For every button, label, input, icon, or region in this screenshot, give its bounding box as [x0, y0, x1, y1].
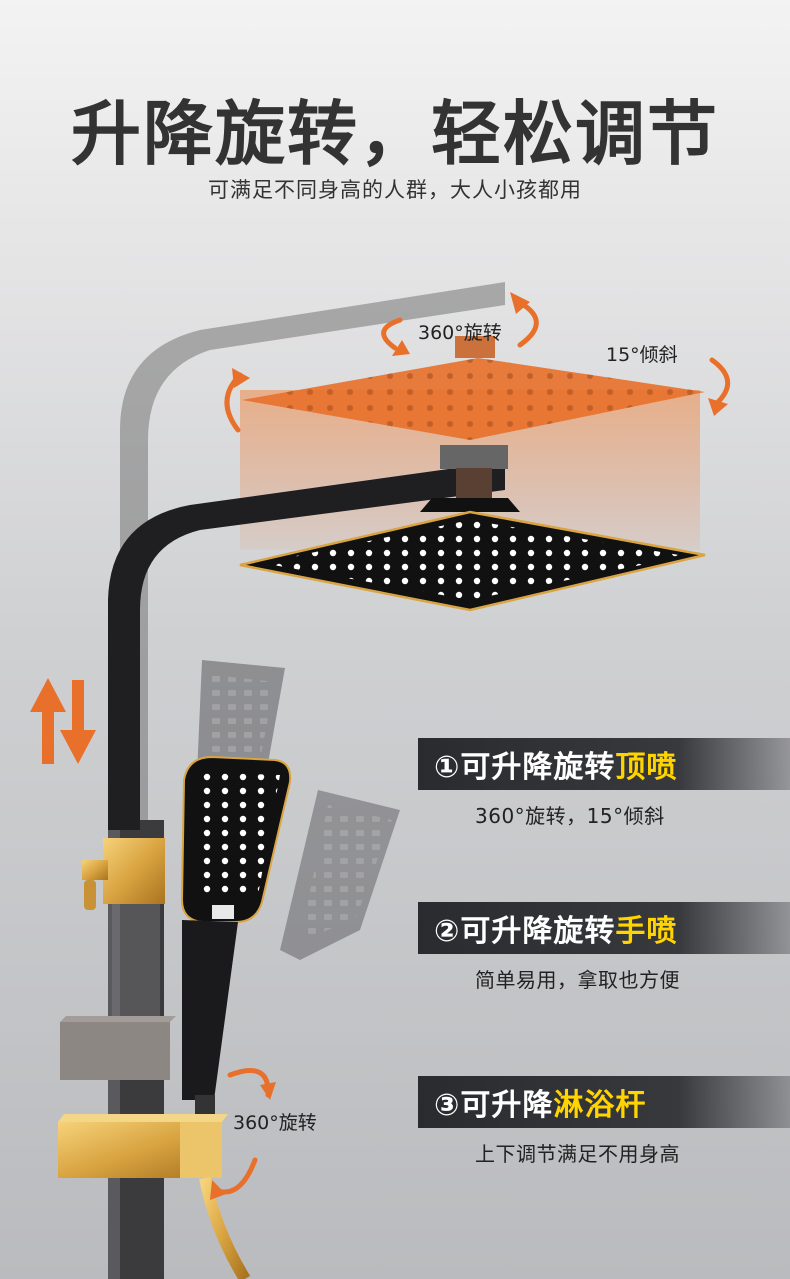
page-headline: 升降旋转，轻松调节 — [71, 93, 719, 175]
tilt-arrow-icon — [224, 357, 730, 433]
feature-highlight: 顶喷 — [615, 750, 678, 785]
page-subheadline: 可满足不同身高的人群，大人小孩都用 — [208, 178, 582, 202]
rotate-arrow-icon — [210, 1068, 276, 1200]
feature-banner-top-spray: ①可升降旋转顶喷 — [418, 738, 790, 790]
mixer-valve — [58, 1114, 228, 1178]
feature-title: ③可升降 — [434, 1088, 554, 1123]
tilt-label: 15°倾斜 — [606, 344, 678, 366]
feature-desc-rail: 上下调节满足不用身高 — [475, 1142, 680, 1166]
feature-highlight: 淋浴杆 — [553, 1088, 647, 1123]
rotate-arrow-icon — [381, 292, 539, 356]
feature-desc-hand-spray: 简单易用，拿取也方便 — [475, 968, 680, 992]
feature-desc-top-spray: 360°旋转，15°倾斜 — [475, 804, 665, 828]
feature-banner-hand-spray: ②可升降旋转手喷 — [418, 902, 790, 954]
slide-bracket — [82, 838, 165, 910]
up-down-arrows-icon — [30, 678, 96, 764]
connector-block — [60, 1016, 176, 1080]
tilt-motion-highlight — [240, 336, 705, 550]
top-rotate-label: 360°旋转 — [418, 322, 502, 344]
hand-shower — [180, 755, 292, 1121]
feature-banner-rail: ③可升降淋浴杆 — [418, 1076, 790, 1128]
feature-title: ①可升降旋转 — [434, 750, 616, 785]
feature-title: ②可升降旋转 — [434, 914, 616, 949]
feature-highlight: 手喷 — [615, 914, 678, 949]
top-shower-head — [239, 468, 706, 612]
bottom-rotate-label: 360°旋转 — [233, 1112, 317, 1134]
shower-hose — [199, 1176, 251, 1279]
ghost-hand-shower-lower — [280, 790, 400, 960]
